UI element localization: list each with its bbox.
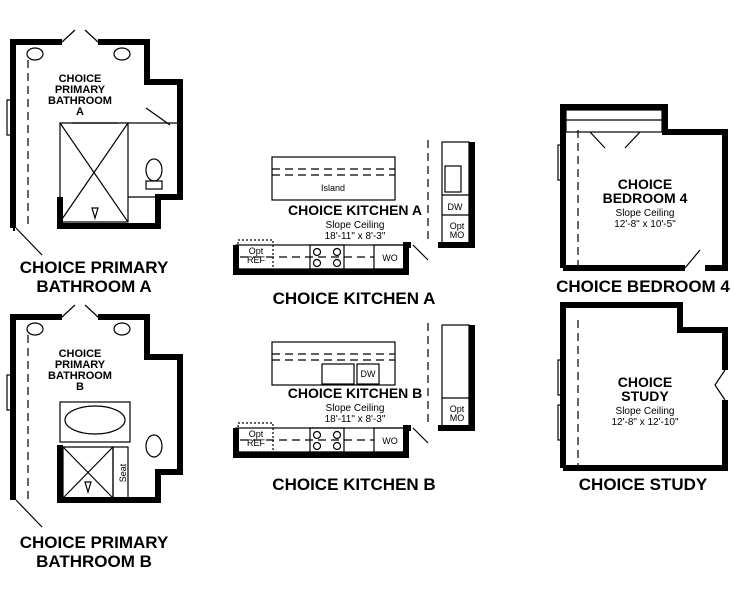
opt-ref-label: Opt bbox=[249, 246, 264, 256]
room-label: BEDROOM 4 bbox=[603, 190, 688, 206]
opt-mo-label: MO bbox=[450, 230, 465, 240]
opt-mo-label: Opt bbox=[450, 221, 465, 231]
dimensions-label: 18'-11" x 8'-3" bbox=[325, 231, 386, 242]
window-icon bbox=[6, 374, 13, 411]
window-icon bbox=[6, 99, 13, 136]
room-label: CHOICE KITCHEN A bbox=[288, 202, 422, 218]
plan-caption: CHOICE PRIMARY bbox=[20, 533, 169, 552]
room-label: BATHROOM bbox=[48, 370, 112, 382]
room-label: CHOICE bbox=[59, 73, 102, 85]
room-label: PRIMARY bbox=[55, 84, 106, 96]
room-label: CHOICE bbox=[618, 176, 672, 192]
plan-caption: CHOICE BEDROOM 4 bbox=[556, 277, 730, 296]
opt-ref-label: REF bbox=[247, 255, 266, 265]
dishwasher-label: DW bbox=[448, 202, 463, 212]
plan-caption: BATHROOM A bbox=[36, 277, 151, 296]
bathtub-icon bbox=[64, 405, 126, 435]
window-icon bbox=[557, 404, 564, 441]
room-label: CHOICE bbox=[618, 374, 672, 390]
opt-mo-label: Opt bbox=[450, 404, 465, 414]
room-label: CHOICE KITCHEN B bbox=[288, 385, 423, 401]
window-icon bbox=[557, 144, 564, 181]
toilet-icon bbox=[145, 434, 163, 458]
primary-bathroom-a-plan: CHOICE PRIMARY BATHROOM A CHOICE PRIMARY… bbox=[6, 29, 183, 296]
room-label: PRIMARY bbox=[55, 359, 106, 371]
plan-caption: BATHROOM B bbox=[36, 552, 152, 571]
dishwasher-label: DW bbox=[361, 369, 376, 379]
room-label: CHOICE bbox=[59, 348, 102, 360]
wall-oven-label: WO bbox=[382, 436, 398, 446]
sink-icon bbox=[321, 363, 355, 385]
sink-icon bbox=[26, 47, 44, 61]
ceiling-label: Slope Ceiling bbox=[616, 208, 675, 219]
island-label: Island bbox=[321, 183, 345, 193]
kitchen-a-plan: Island Opt REF WO DW Opt MO CHOICE KITCH… bbox=[233, 140, 475, 308]
room-label: B bbox=[76, 381, 84, 393]
toilet-icon bbox=[145, 158, 163, 182]
ceiling-label: Slope Ceiling bbox=[326, 220, 385, 231]
plan-caption: CHOICE KITCHEN B bbox=[272, 475, 435, 494]
dimensions-label: 12'-8" x 12'-10" bbox=[611, 417, 679, 428]
ceiling-label: Slope Ceiling bbox=[616, 406, 675, 417]
bedroom-4-plan: CHOICE BEDROOM 4 Slope Ceiling 12'-8" x … bbox=[556, 104, 730, 296]
sink-icon bbox=[113, 322, 131, 336]
wall-oven-label: WO bbox=[382, 253, 398, 263]
opt-ref-label: Opt bbox=[249, 429, 264, 439]
plan-caption: CHOICE KITCHEN A bbox=[273, 289, 436, 308]
room-label: STUDY bbox=[621, 388, 669, 404]
room-label: A bbox=[76, 106, 84, 118]
dimensions-label: 18'-11" x 8'-3" bbox=[325, 414, 386, 425]
study-plan: CHOICE STUDY Slope Ceiling 12'-8" x 12'-… bbox=[557, 302, 728, 494]
window-icon bbox=[557, 359, 564, 396]
ceiling-label: Slope Ceiling bbox=[326, 403, 385, 414]
island bbox=[271, 156, 396, 201]
plan-caption: CHOICE STUDY bbox=[579, 475, 708, 494]
sink-icon bbox=[113, 47, 131, 61]
primary-bathroom-b-plan: Seat CHOICE PRIMARY BATHROOM B CHOICE PR… bbox=[6, 304, 183, 571]
plan-caption: CHOICE PRIMARY bbox=[20, 258, 169, 277]
opt-mo-label: MO bbox=[450, 413, 465, 423]
sink-icon bbox=[444, 165, 462, 193]
kitchen-b-plan: DW Opt REF WO Opt MO CHOICE KITCHEN B Sl… bbox=[233, 323, 475, 494]
dimensions-label: 12'-8" x 10'-5" bbox=[614, 219, 676, 230]
seat-label: Seat bbox=[118, 463, 128, 482]
room-label: BATHROOM bbox=[48, 95, 112, 107]
island bbox=[271, 341, 396, 386]
sink-icon bbox=[26, 322, 44, 336]
opt-ref-label: REF bbox=[247, 438, 266, 448]
